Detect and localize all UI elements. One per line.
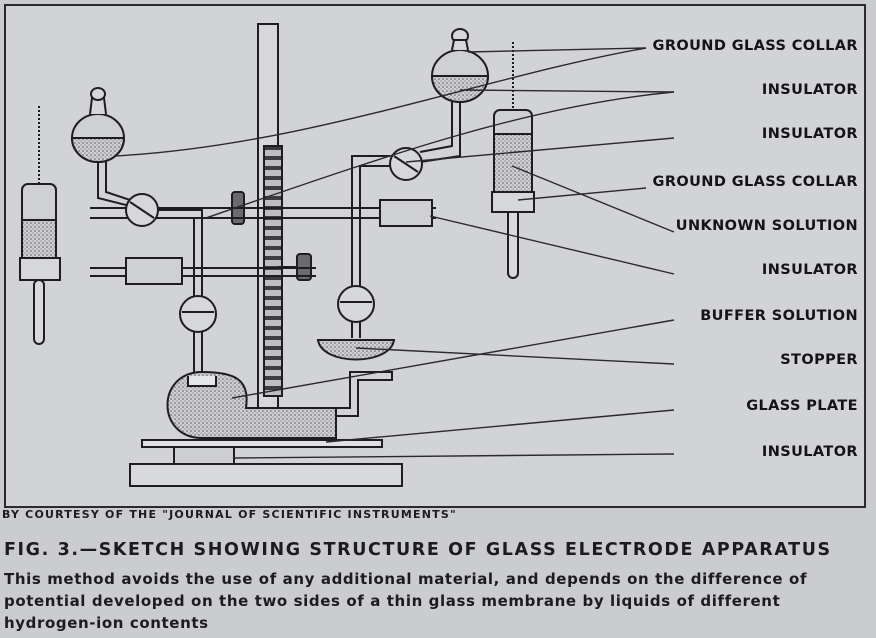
label-insulator-3: INSULATOR (761, 262, 858, 278)
label-glass-plate: GLASS PLATE (746, 398, 858, 414)
label-unknown-solution: UNKNOWN SOLUTION (675, 218, 858, 234)
base-board (129, 463, 403, 487)
insulator-block-right (379, 199, 433, 227)
insulator-block-left (125, 257, 183, 285)
figure-frame: GROUND GLASS COLLAR INSULATOR INSULATOR … (4, 4, 866, 508)
unknown-solution-cup (316, 339, 396, 361)
figure-caption-body: This method avoids the use of any additi… (4, 570, 808, 632)
rack-gear (263, 145, 283, 397)
label-insulator-1: INSULATOR (761, 82, 858, 98)
right-small-bulb (337, 285, 375, 323)
label-ground-glass-collar-lower: GROUND GLASS COLLAR (652, 174, 858, 190)
base-insulator (173, 446, 235, 465)
glass-electrode-apparatus-sketch (19, 23, 675, 487)
label-insulator-2: INSULATOR (761, 126, 858, 142)
figure-credit: BY COURTESY OF THE "JOURNAL OF SCIENTIFI… (2, 508, 457, 521)
glass-plate (141, 439, 383, 448)
main-flask (166, 370, 337, 439)
label-stopper: STOPPER (780, 352, 858, 368)
figure-caption-title: FIG. 3.—SKETCH SHOWING STRUCTURE OF GLAS… (4, 540, 832, 560)
label-insulator-4: INSULATOR (761, 444, 858, 460)
label-ground-glass-collar-top: GROUND GLASS COLLAR (652, 38, 858, 54)
label-buffer-solution: BUFFER SOLUTION (700, 308, 858, 324)
left-small-bulb (179, 295, 217, 333)
